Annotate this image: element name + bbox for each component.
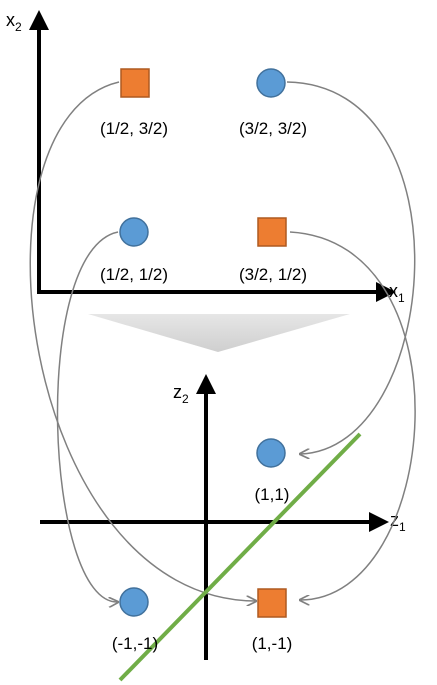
bottom-y-axis-label: z2 [173, 382, 189, 406]
map-arrow-1-2-1-2-to-neg-1-neg-1 [56, 231, 118, 602]
map-arrow-1-2-3-2-to-1-1-neg [29, 81, 256, 601]
separator-line [118, 432, 362, 682]
point-label: (-1,-1) [112, 634, 158, 653]
bottom-axes: z2 z1 [40, 374, 406, 660]
point-circle-threehalf-threehalf [256, 68, 286, 98]
point-circle-1-1 [256, 438, 286, 468]
transition-arrow [88, 314, 350, 352]
point-label: (3/2, 1/2) [239, 265, 307, 284]
point-square-threehalf-half [257, 217, 287, 247]
point-label: (1/2, 3/2) [100, 119, 168, 138]
top-y-axis-label: x2 [6, 10, 22, 34]
top-points: (1/2, 3/2) (3/2, 3/2) (1/2, 1/2) (3/2, 1… [100, 68, 307, 284]
point-label: (1/2, 1/2) [100, 265, 168, 284]
mapping-arrows [29, 81, 416, 602]
bottom-points: (1,1) (-1,-1) (1,-1) [112, 438, 293, 653]
point-label: (1,-1) [252, 634, 293, 653]
point-square-1-neg1 [257, 588, 287, 618]
point-square-half-threehalf [120, 68, 150, 98]
top-axes: x2 x1 [6, 10, 405, 305]
point-circle-half-half [119, 217, 149, 247]
point-circle-neg1-neg1 [119, 587, 149, 617]
point-label: (1,1) [255, 485, 290, 504]
top-x-axis-label: x1 [389, 281, 405, 305]
map-arrow-3-2-3-2-to-1-1 [286, 81, 416, 454]
point-label: (3/2, 3/2) [239, 119, 307, 138]
map-arrow-3-2-1-2-to-1-1-neg [289, 231, 416, 600]
bottom-x-axis-label: z1 [390, 510, 406, 534]
